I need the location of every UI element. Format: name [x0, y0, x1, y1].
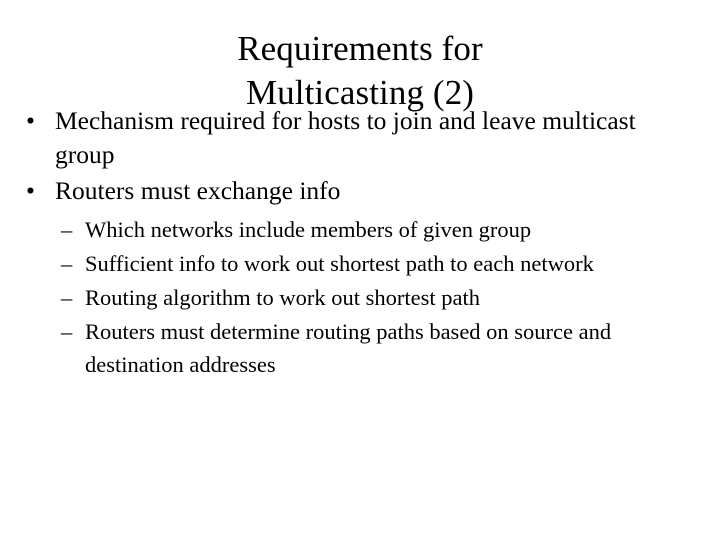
sub-bullet-group: – Which networks include members of give…	[0, 213, 720, 381]
bullet-dot-icon: •	[26, 176, 35, 205]
bullet-list: • Mechanism required for hosts to join a…	[0, 104, 720, 381]
bullet-item-level2: – Which networks include members of give…	[0, 213, 720, 246]
slide-title-line-2: Multicasting (2)	[245, 73, 475, 113]
bullet-item-level1: • Routers must exchange info	[0, 174, 720, 208]
bullet-item-level1: • Mechanism required for hosts to join a…	[0, 104, 720, 172]
slide-title: Requirements for Multicasting (2)	[0, 27, 720, 115]
bullet-dash-icon: –	[61, 319, 73, 344]
bullet-dash-icon: –	[61, 285, 73, 310]
bullet-text: Routers must determine routing paths bas…	[85, 319, 612, 377]
bullet-dash-icon: –	[61, 251, 73, 276]
bullet-text: Sufficient info to work out shortest pat…	[85, 251, 594, 276]
bullet-text: Routing algorithm to work out shortest p…	[85, 285, 480, 310]
bullet-dash-icon: –	[61, 217, 73, 242]
bullet-item-level2: – Routing algorithm to work out shortest…	[0, 281, 720, 314]
bullet-dot-icon: •	[26, 106, 35, 135]
bullet-item-level2: – Routers must determine routing paths b…	[0, 315, 720, 381]
slide-body: • Mechanism required for hosts to join a…	[0, 104, 720, 382]
bullet-text: Which networks include members of given …	[85, 217, 532, 242]
sub-bullet-list: – Which networks include members of give…	[0, 213, 720, 381]
bullet-text: Mechanism required for hosts to join and…	[55, 106, 636, 169]
bullet-item-level2: – Sufficient info to work out shortest p…	[0, 247, 720, 280]
slide-title-line-1: Requirements for	[237, 29, 483, 69]
bullet-text: Routers must exchange info	[55, 176, 341, 205]
